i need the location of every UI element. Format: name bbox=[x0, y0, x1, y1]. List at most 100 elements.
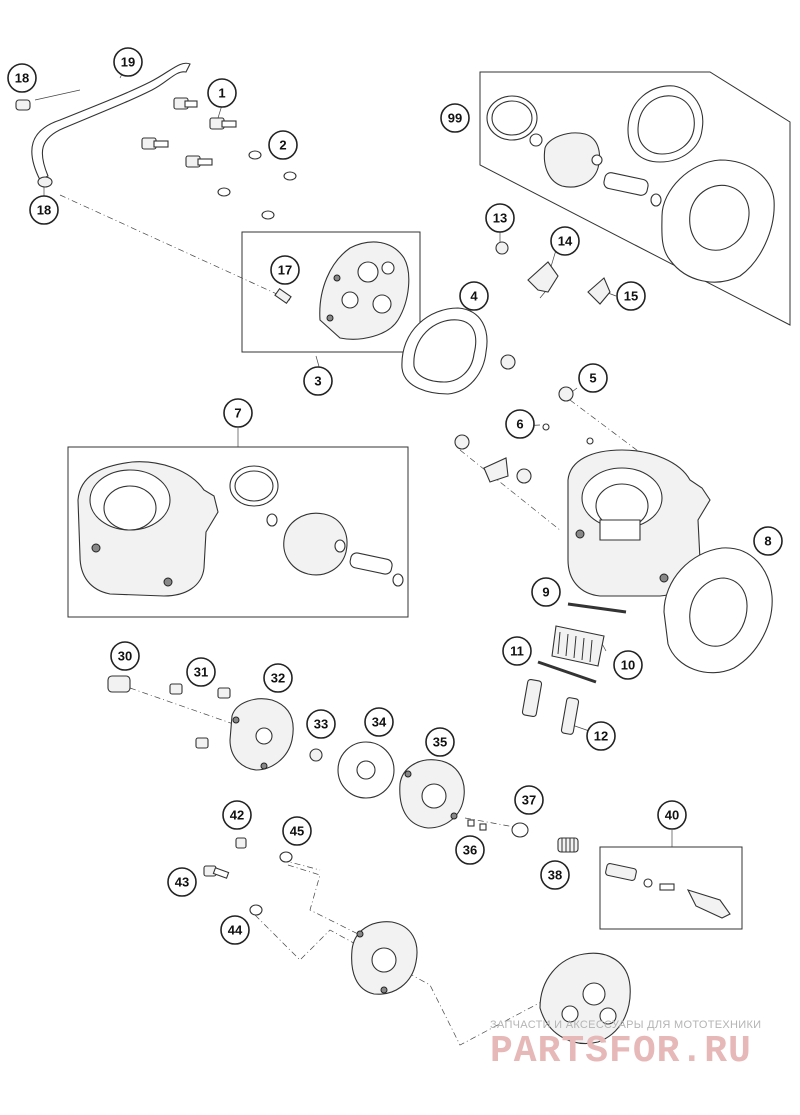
head-gasket bbox=[401, 307, 488, 395]
watermark-brand: PARTSFOR.RU bbox=[490, 1030, 752, 1073]
callout-40: 40 bbox=[657, 800, 687, 830]
housing-35 bbox=[399, 759, 465, 829]
svg-text:40: 40 bbox=[665, 808, 679, 823]
svg-text:31: 31 bbox=[194, 665, 208, 680]
svg-text:2: 2 bbox=[279, 138, 286, 153]
small-parts-42-45 bbox=[203, 837, 293, 916]
piston-kit bbox=[486, 85, 775, 283]
callout-13: 13 bbox=[485, 203, 515, 233]
bolt-30 bbox=[107, 675, 131, 693]
svg-text:7: 7 bbox=[234, 406, 241, 421]
callout-33: 33 bbox=[306, 709, 336, 739]
svg-text:37: 37 bbox=[522, 793, 536, 808]
callout-3: 3 bbox=[303, 366, 333, 396]
lower-head bbox=[539, 952, 631, 1045]
watermark-tagline: ЗАПЧАСТИ И АКСЕССУАРЫ ДЛЯ МОТОТЕХНИКИ bbox=[490, 1019, 762, 1031]
cylinder-nuts-5 bbox=[454, 354, 574, 484]
diaphragm-34 bbox=[337, 741, 395, 799]
nut-33 bbox=[309, 748, 323, 762]
svg-text:43: 43 bbox=[175, 875, 189, 890]
callout-11: 11 bbox=[502, 636, 532, 666]
callout-6: 6 bbox=[505, 409, 535, 439]
dowel-pins-6 bbox=[542, 423, 594, 445]
svg-text:12: 12 bbox=[594, 729, 608, 744]
svg-text:45: 45 bbox=[290, 824, 304, 839]
base-gasket-8 bbox=[663, 547, 773, 674]
bolt-group-1 bbox=[141, 97, 237, 168]
svg-text:6: 6 bbox=[516, 417, 523, 432]
kit-99-box bbox=[479, 71, 791, 326]
needle-bearing-10 bbox=[551, 625, 605, 667]
svg-text:3: 3 bbox=[314, 374, 321, 389]
svg-text:13: 13 bbox=[493, 211, 507, 226]
callout-38: 38 bbox=[540, 860, 570, 890]
callout-9: 9 bbox=[531, 577, 561, 607]
svg-text:14: 14 bbox=[558, 234, 573, 249]
valve-12 bbox=[521, 678, 580, 735]
main-cylinder bbox=[567, 449, 711, 597]
callout-18-bottom: 18 bbox=[29, 195, 59, 225]
callout-1: 1 bbox=[207, 78, 237, 108]
svg-text:11: 11 bbox=[510, 644, 524, 659]
svg-text:32: 32 bbox=[271, 671, 285, 686]
callout-10: 10 bbox=[613, 650, 643, 680]
callout-43: 43 bbox=[167, 867, 197, 897]
fasteners-13-14-15 bbox=[495, 241, 611, 305]
svg-text:35: 35 bbox=[433, 735, 447, 750]
callout-37: 37 bbox=[514, 785, 544, 815]
svg-text:18: 18 bbox=[37, 203, 51, 218]
svg-text:8: 8 bbox=[764, 534, 771, 549]
svg-text:10: 10 bbox=[621, 658, 635, 673]
callout-5: 5 bbox=[578, 363, 608, 393]
svg-text:18: 18 bbox=[15, 71, 29, 86]
svg-text:38: 38 bbox=[548, 868, 562, 883]
svg-text:9: 9 bbox=[542, 585, 549, 600]
parts-36-37-38 bbox=[467, 819, 579, 853]
cylinder-assembly-7 bbox=[77, 461, 404, 597]
callout-4: 4 bbox=[459, 281, 489, 311]
washer-group-2 bbox=[217, 150, 297, 220]
svg-text:17: 17 bbox=[278, 263, 292, 278]
callout-15: 15 bbox=[616, 281, 646, 311]
callout-18-top: 18 bbox=[7, 63, 37, 93]
callout-44: 44 bbox=[220, 915, 250, 945]
lower-housing bbox=[351, 921, 418, 995]
hose-clamp-top bbox=[15, 99, 31, 111]
svg-text:15: 15 bbox=[624, 289, 638, 304]
svg-text:36: 36 bbox=[463, 843, 477, 858]
callout-8: 8 bbox=[753, 526, 783, 556]
callout-17: 17 bbox=[270, 255, 300, 285]
callout-19: 19 bbox=[113, 47, 143, 77]
callout-42: 42 bbox=[222, 800, 252, 830]
coolant-hose bbox=[31, 62, 191, 188]
callout-99: 99 bbox=[440, 103, 470, 133]
callout-7: 7 bbox=[223, 398, 253, 428]
callout-32: 32 bbox=[263, 663, 293, 693]
callout-36: 36 bbox=[455, 835, 485, 865]
head-3-box bbox=[241, 231, 421, 353]
bolts-31 bbox=[169, 683, 231, 749]
svg-text:19: 19 bbox=[121, 55, 135, 70]
reed-9 bbox=[567, 602, 627, 614]
svg-text:30: 30 bbox=[118, 649, 132, 664]
callout-35: 35 bbox=[425, 727, 455, 757]
svg-text:99: 99 bbox=[448, 111, 462, 126]
callout-31: 31 bbox=[186, 657, 216, 687]
cylinder-head bbox=[319, 241, 410, 340]
svg-text:4: 4 bbox=[470, 289, 478, 304]
svg-text:34: 34 bbox=[372, 715, 387, 730]
svg-text:33: 33 bbox=[314, 717, 328, 732]
svg-text:5: 5 bbox=[589, 371, 596, 386]
valve-kit-40-parts bbox=[605, 863, 731, 919]
svg-text:1: 1 bbox=[218, 86, 225, 101]
callout-12: 12 bbox=[586, 721, 616, 751]
svg-text:42: 42 bbox=[230, 808, 244, 823]
svg-text:44: 44 bbox=[228, 923, 243, 938]
callout-14: 14 bbox=[550, 226, 580, 256]
callout-34: 34 bbox=[364, 707, 394, 737]
callout-2: 2 bbox=[268, 130, 298, 160]
bracket-6 bbox=[483, 457, 509, 483]
spark-plug-17 bbox=[274, 287, 292, 305]
callout-45: 45 bbox=[282, 816, 312, 846]
